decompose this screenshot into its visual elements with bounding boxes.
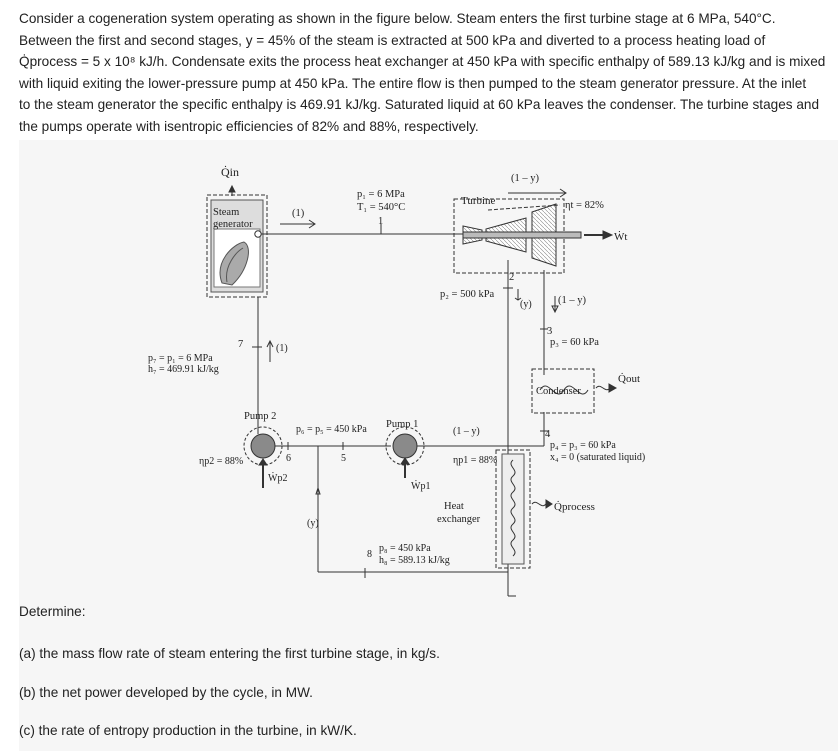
pump2-label: Pump 2 (244, 411, 276, 422)
pump1-label: Pump 1 (386, 419, 418, 430)
steam-generator-label: Steam (213, 207, 239, 218)
heat-exchanger-label: exchanger (437, 514, 481, 525)
flow-y-extraction: (y) (520, 299, 532, 310)
pump2-efficiency: ηp2 = 88% (199, 456, 243, 467)
determine-heading: Determine: (19, 604, 86, 619)
flow-1-minus-y-top: (1 – y) (511, 173, 539, 184)
state5-number: 5 (341, 453, 346, 464)
state7-number: 7 (238, 339, 243, 350)
flow-1-minus-y-pump: (1 – y) (453, 426, 480, 437)
state1-number: 1 (378, 216, 383, 227)
state8-pressure: p₈ = 450 kPa (379, 543, 431, 554)
problem-line: Q̇process = 5 x 10⁸ kJ/h. Condensate exi… (19, 54, 826, 69)
question-a: (a) the mass flow rate of steam entering… (19, 646, 440, 661)
state2-pressure: p₂ = 500 kPa (440, 289, 495, 300)
q-process-label: Q̇process (554, 501, 595, 513)
q-out-label: Q̇out (618, 373, 640, 385)
question-c: (c) the rate of entropy production in th… (19, 723, 357, 738)
turbine-label: Turbine (461, 195, 496, 207)
problem-line: Between the first and second stages, y =… (19, 32, 766, 48)
state4-quality: x₄ = 0 (saturated liquid) (550, 452, 645, 463)
turbine-work-label: Ẇt (614, 231, 627, 243)
pump1-work-label: Ẇp1 (411, 480, 430, 492)
state8-enthalpy: h₈ = 589.13 kJ/kg (379, 555, 450, 566)
state5-6-pressure: p₆ = p₅ = 450 kPa (296, 424, 367, 435)
state8-number: 8 (367, 549, 372, 560)
condenser-label: Condenser (536, 386, 581, 397)
steam-generator-label: generator (213, 219, 253, 230)
flow-1-label: (1) (292, 208, 305, 219)
state7-enthalpy: h₇ = 469.91 kJ/kg (148, 364, 219, 375)
state1-pressure: p₁ = 6 MPa (357, 189, 405, 200)
problem-line: Consider a cogeneration system operating… (19, 11, 776, 26)
q-in-label: Q̇in (221, 165, 239, 179)
question-b: (b) the net power developed by the cycle… (19, 685, 313, 700)
state3-number: 3 (547, 326, 552, 337)
state4-number: 4 (545, 429, 551, 440)
state1-temperature: T₁ = 540°C (357, 202, 405, 213)
pump1-efficiency: ηp1 = 88% (453, 455, 497, 466)
state3-pressure: p₃ = 60 kPa (550, 337, 599, 348)
problem-statement: Consider a cogeneration system operating… (19, 8, 834, 137)
state7-pressure: p₇ = p₁ = 6 MPa (148, 353, 213, 364)
steam-generator-box (206, 194, 268, 298)
pump2-work-label: Ẇp2 (268, 472, 287, 484)
problem-line: with liquid exiting the lower-pressure p… (19, 75, 807, 91)
problem-line: the pumps operate with isentropic effici… (19, 118, 479, 134)
flow-1-minus-y-mid: (1 – y) (558, 295, 586, 306)
state4-pressure: p₄ = p₃ = 60 kPa (550, 440, 616, 451)
state2-number: 2 (509, 272, 514, 283)
heat-exchanger-label: Heat (444, 501, 464, 512)
flow-1-return: (1) (276, 343, 288, 354)
turbine-efficiency: ηt = 82% (565, 200, 604, 211)
flow-y-bottom: (y) (307, 518, 319, 529)
problem-line: to the steam generator the specific enth… (19, 97, 820, 112)
state6-number: 6 (286, 453, 291, 464)
